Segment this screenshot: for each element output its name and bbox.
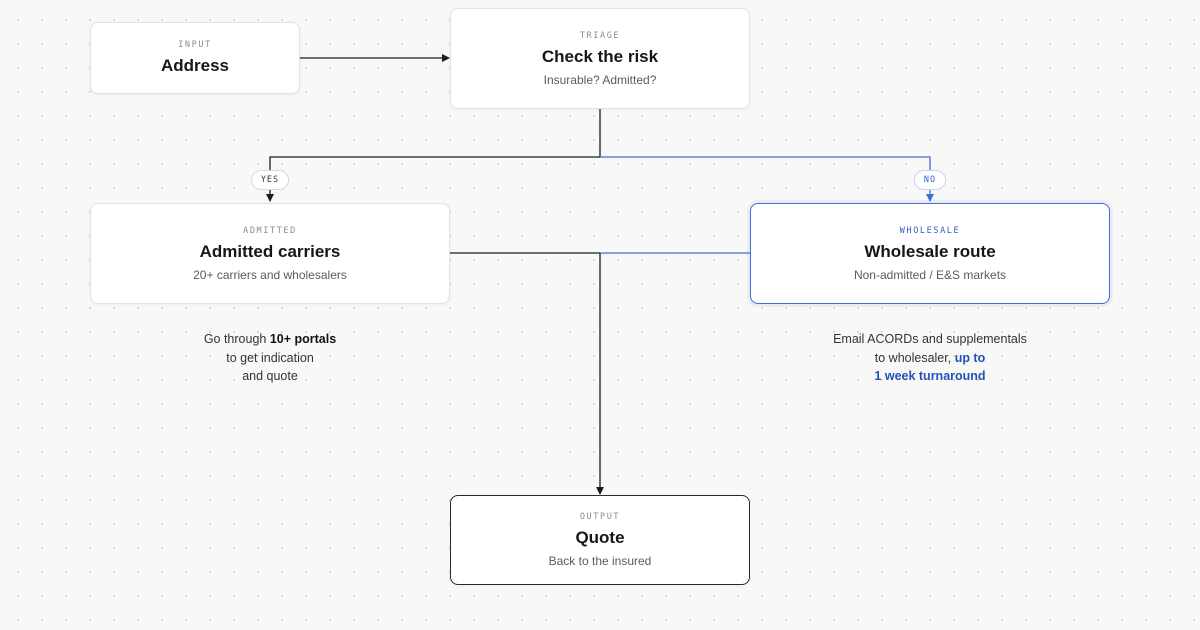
note-admitted-line1-text: Go through (203, 332, 270, 346)
note-wholesale: Email ACORDs and supplementals to wholes… (800, 330, 1060, 386)
node-triage-title: Check the risk (541, 46, 659, 66)
node-triage: TRIAGE Check the risk Insurable? Admitte… (450, 8, 750, 109)
node-wholesale: WHOLESALE Wholesale route Non-admitted /… (750, 203, 1110, 304)
node-input-eyebrow: INPUT (178, 40, 212, 50)
note-admitted-line2: to get indication (226, 350, 314, 365)
note-wholesale-line2-text: to wholesaler, (874, 350, 955, 365)
edge-no-branch (600, 156, 934, 202)
note-wholesale-line2: to wholesaler, up to (800, 349, 1060, 368)
node-output-title: Quote (575, 528, 625, 547)
node-triage-eyebrow: TRIAGE (579, 30, 621, 41)
note-wholesale-line3: 1 week turnaround (800, 367, 1060, 386)
node-input-title: Address (160, 56, 230, 75)
node-wholesale-eyebrow: WHOLESALE (899, 225, 961, 236)
node-output-subtitle: Back to the insured (548, 554, 652, 568)
node-wholesale-title: Wholesale route (864, 241, 996, 261)
note-wholesale-highlight-a: up to (954, 350, 986, 365)
note-admitted: Go through 10+ portals to get indication… (150, 330, 390, 386)
note-wholesale-line1: Email ACORDs and supplementals (833, 332, 1027, 346)
branch-yes-label: YES (251, 170, 289, 190)
branch-no-label: NO (914, 170, 946, 190)
node-output-eyebrow: OUTPUT (579, 512, 621, 522)
node-admitted-title: Admitted carriers (199, 241, 341, 261)
edge-yes-branch (266, 156, 600, 202)
node-wholesale-subtitle: Non-admitted / E&S markets (853, 267, 1007, 282)
note-admitted-line1: Go through 10+ portals (150, 330, 390, 349)
note-admitted-highlight: 10+ portals (269, 332, 337, 346)
note-wholesale-highlight-b: 1 week turnaround (874, 369, 986, 383)
node-admitted-eyebrow: ADMITTED (243, 225, 297, 236)
node-admitted-subtitle: 20+ carriers and wholesalers (193, 267, 347, 282)
node-output: OUTPUT Quote Back to the insured (450, 495, 750, 585)
node-admitted: ADMITTED Admitted carriers 20+ carriers … (90, 203, 450, 304)
note-admitted-line3: and quote (242, 369, 298, 383)
node-input: INPUT Address (90, 22, 300, 94)
node-triage-subtitle: Insurable? Admitted? (543, 72, 657, 87)
